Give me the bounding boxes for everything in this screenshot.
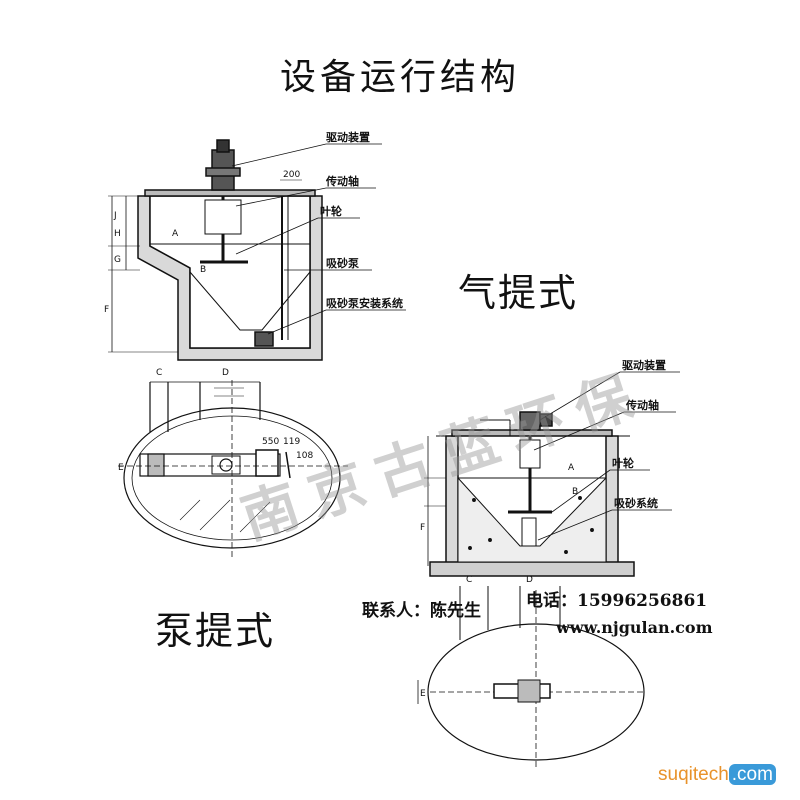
callout-sand-pump: 吸砂泵 — [326, 256, 359, 270]
air-lift-plan — [417, 586, 646, 770]
pump-lift-label: 泵提式 — [155, 609, 276, 653]
brand-part2: .com — [728, 764, 776, 785]
callout-drive-unit: 驱动装置 — [326, 130, 370, 144]
letter-a-top: A — [172, 229, 179, 239]
letter-h-top: H — [114, 229, 121, 239]
letter-j-top: J — [113, 211, 117, 221]
contact-person: 联系人：陈先生 — [362, 601, 481, 621]
pump-lift-plan — [118, 380, 348, 560]
letter-b-air: B — [572, 487, 578, 497]
callout-drive-shaft-air: 传动轴 — [625, 398, 659, 412]
letter-g-top: G — [114, 255, 121, 265]
letter-d-air-plan: D — [526, 575, 533, 585]
dim-108: 108 — [296, 451, 313, 461]
contact-phone: 电话：15996256861 — [526, 591, 708, 611]
callout-impeller: 叶轮 — [320, 204, 342, 218]
letter-d-plan: D — [222, 368, 229, 378]
letter-a-air: A — [568, 463, 575, 473]
letter-e-air-plan: E — [420, 689, 426, 699]
callout-impeller-air: 叶轮 — [612, 456, 634, 470]
callout-drive-unit-air: 驱动装置 — [622, 358, 666, 372]
brand-part1: suqitech — [658, 764, 729, 785]
contact-website-link[interactable]: www.njgulan.com — [556, 618, 713, 637]
dim-119: 119 — [283, 437, 300, 447]
callout-pump-mount: 吸砂泵安装系统 — [326, 296, 403, 310]
callout-drive-shaft: 传动轴 — [325, 174, 359, 188]
air-lift-label: 气提式 — [458, 271, 579, 315]
pump-lift-elevation — [108, 139, 406, 361]
letter-f-top: F — [104, 305, 109, 315]
callout-sand-system-air: 吸砂系统 — [614, 496, 658, 510]
letter-c-air-plan: C — [466, 575, 472, 585]
brand-logo: suqitech.com — [658, 764, 776, 786]
letter-b-top: B — [200, 265, 206, 275]
air-lift-elevation — [424, 371, 680, 577]
letter-e-plan: E — [118, 463, 124, 473]
page-title: 设备运行结构 — [279, 57, 520, 98]
letter-c-plan: C — [156, 368, 162, 378]
dim-200: 200 — [283, 170, 300, 180]
letter-f-air: F — [420, 523, 425, 533]
dim-550: 550 — [262, 437, 279, 447]
